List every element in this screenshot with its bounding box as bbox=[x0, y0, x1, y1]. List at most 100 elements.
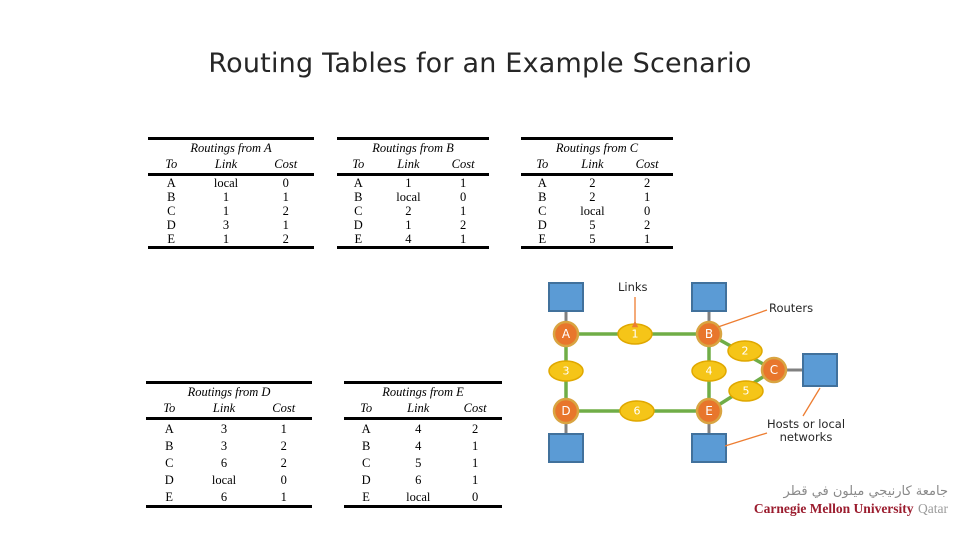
cell-link: 4 bbox=[415, 421, 422, 436]
router-label-a: A bbox=[562, 327, 571, 341]
column-header-cost: Cost bbox=[463, 401, 487, 415]
cell-to: A bbox=[166, 176, 176, 190]
router-circle-c bbox=[760, 356, 788, 384]
router-circle-b bbox=[695, 320, 723, 348]
cell-link: 2 bbox=[589, 190, 596, 204]
network-topology-diagram: 1 2 3 4 5 6 A B C D E bbox=[520, 270, 960, 480]
table-header-row: To Link Cost bbox=[344, 400, 502, 417]
cell-to: D bbox=[164, 472, 174, 487]
table-rule-top bbox=[337, 137, 489, 140]
cell-link: 1 bbox=[405, 218, 412, 232]
cell-link: 5 bbox=[415, 455, 422, 470]
cell-link: 1 bbox=[405, 176, 412, 190]
cell-to: C bbox=[167, 204, 176, 218]
annotation-hosts-line2: networks bbox=[779, 430, 833, 444]
column-header-cost: Cost bbox=[451, 157, 475, 171]
cell-to: A bbox=[353, 176, 363, 190]
cell-cost: 1 bbox=[472, 438, 479, 453]
cell-cost: 1 bbox=[282, 218, 289, 232]
cell-link: 5 bbox=[589, 218, 596, 232]
table-rule-top bbox=[146, 381, 312, 384]
cell-to: C bbox=[165, 455, 174, 470]
link-ellipse-4 bbox=[691, 360, 727, 382]
table-rule-mid bbox=[148, 173, 314, 176]
host-squares bbox=[548, 282, 838, 463]
table-rule-mid bbox=[344, 417, 502, 420]
table-rule-top bbox=[344, 381, 502, 384]
router-label-e: E bbox=[705, 404, 713, 418]
cell-cost: 0 bbox=[460, 190, 467, 204]
column-header-cost: Cost bbox=[274, 157, 298, 171]
cell-cost: 2 bbox=[280, 438, 287, 453]
cell-cost: 1 bbox=[280, 421, 287, 436]
logo-english-main: Carnegie Mellon University bbox=[753, 501, 914, 516]
table-rule-bottom bbox=[148, 246, 314, 249]
link-label-6: 6 bbox=[634, 405, 641, 418]
host-square-b bbox=[691, 282, 727, 312]
cell-link: 4 bbox=[415, 438, 422, 453]
cmu-qatar-logo: جامعة كارنيجي ميلون في قطر Carnegie Mell… bbox=[752, 484, 948, 530]
cell-to: D bbox=[537, 218, 547, 232]
cell-to: E bbox=[538, 232, 547, 246]
annotation-links-label: Links bbox=[618, 280, 648, 294]
cell-cost: 1 bbox=[282, 190, 289, 204]
table-rule-top bbox=[148, 137, 314, 140]
cell-cost: 0 bbox=[472, 489, 479, 504]
cell-link: local bbox=[580, 204, 605, 218]
host-square-e bbox=[691, 433, 727, 463]
link-ellipse-5 bbox=[728, 380, 764, 402]
table-caption: Routings from E bbox=[382, 385, 464, 399]
column-header-to: To bbox=[165, 157, 178, 171]
table-rule-bottom bbox=[521, 246, 673, 249]
routing-table-grid: To Link Cost bbox=[146, 400, 312, 417]
cell-cost: 1 bbox=[460, 232, 467, 246]
table-header-row: To Link Cost bbox=[521, 156, 673, 173]
link-ellipse-2 bbox=[727, 340, 763, 362]
table-caption: Routings from C bbox=[555, 141, 639, 155]
cell-cost: 0 bbox=[282, 176, 289, 190]
cell-cost: 1 bbox=[460, 176, 467, 190]
cell-cost: 1 bbox=[644, 190, 651, 204]
cell-cost: 1 bbox=[644, 232, 651, 246]
column-header-cost: Cost bbox=[635, 157, 659, 171]
cell-cost: 1 bbox=[280, 489, 287, 504]
cell-link: 5 bbox=[589, 232, 596, 246]
column-header-link: Link bbox=[212, 401, 236, 415]
column-header-link: Link bbox=[581, 157, 604, 171]
cell-to: D bbox=[353, 218, 363, 232]
cell-to: A bbox=[361, 421, 371, 436]
cell-link: local bbox=[213, 176, 239, 190]
cell-to: D bbox=[361, 472, 371, 487]
table-rule-bottom bbox=[146, 505, 312, 508]
cell-cost: 1 bbox=[472, 455, 479, 470]
link-label-3: 3 bbox=[563, 365, 570, 378]
table-header-row: To Link Cost bbox=[148, 156, 314, 173]
column-header-to: To bbox=[360, 401, 373, 415]
cell-link: 6 bbox=[220, 489, 228, 504]
table-rule-bottom bbox=[337, 246, 489, 249]
cell-link: local bbox=[211, 472, 237, 487]
cell-to: C bbox=[354, 204, 363, 218]
table-caption: Routings from A bbox=[190, 141, 272, 155]
page-title: Routing Tables for an Example Scenario bbox=[208, 48, 752, 79]
cell-cost: 2 bbox=[472, 421, 479, 436]
cell-to: B bbox=[167, 190, 176, 204]
cell-cost: 1 bbox=[472, 472, 479, 487]
annotation-routers-label: Routers bbox=[769, 301, 814, 315]
